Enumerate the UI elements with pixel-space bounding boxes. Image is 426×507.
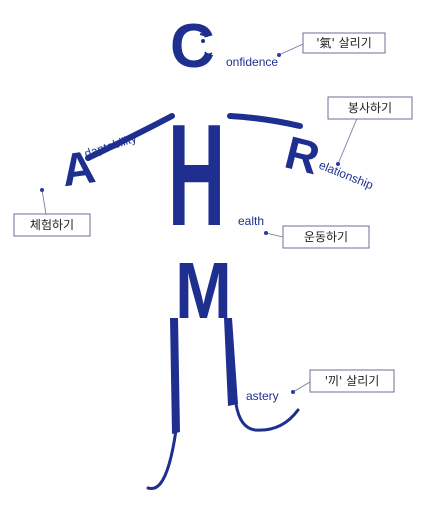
word-health: ealth: [238, 214, 264, 228]
label-mastery-text: '끼' 살리기: [325, 374, 380, 388]
left-arm: [85, 113, 175, 161]
dot-confidence: [277, 53, 281, 57]
left-foot: [146, 428, 178, 490]
leader-health: [265, 232, 284, 238]
letter-a: A: [58, 140, 98, 196]
mouth-shape: [204, 51, 213, 56]
right-arm: [227, 113, 303, 129]
label-box-health: 운동하기: [282, 225, 370, 249]
right-leg: [224, 318, 238, 406]
eye-shape: [201, 39, 205, 43]
letter-r: R: [280, 126, 325, 184]
label-box-confidence: '氣' 살리기: [302, 32, 386, 54]
letter-h: H: [168, 94, 226, 256]
label-box-adaptability-frame: [13, 213, 91, 237]
label-box-mastery-frame: [309, 369, 395, 393]
label-relationship-text: 봉사하기: [348, 101, 392, 115]
left-leg: [170, 318, 180, 434]
leader-adaptability: [41, 189, 47, 215]
label-adaptability-text: 체험하기: [30, 218, 74, 232]
word-relationship: elationship: [317, 158, 376, 193]
label-box-confidence-frame: [302, 32, 386, 54]
leader-confidence: [278, 43, 304, 56]
leader-mastery: [292, 381, 311, 393]
label-confidence-text: '氣' 살리기: [316, 36, 372, 50]
label-box-mastery: '끼' 살리기: [309, 369, 395, 393]
dot-relationship: [336, 162, 340, 166]
label-box-relationship-frame: [327, 96, 413, 120]
right-foot: [234, 402, 300, 432]
label-box-relationship: 봉사하기: [327, 96, 413, 120]
label-health-text: 운동하기: [304, 230, 348, 244]
letter-c: C: [170, 12, 215, 81]
word-adaptability: daptability: [83, 131, 139, 161]
label-box-health-frame: [282, 225, 370, 249]
word-mastery: astery: [246, 389, 279, 403]
eyebrow-shape: [199, 33, 209, 37]
head: C: [170, 12, 215, 81]
word-confidence: onfidence: [226, 55, 278, 69]
letter-m: M: [175, 246, 232, 335]
leader-relationship: [337, 115, 359, 165]
label-box-adaptability: 체험하기: [13, 213, 91, 237]
dot-adaptability: [40, 188, 44, 192]
dot-mastery: [291, 390, 295, 394]
dot-health: [264, 231, 268, 235]
